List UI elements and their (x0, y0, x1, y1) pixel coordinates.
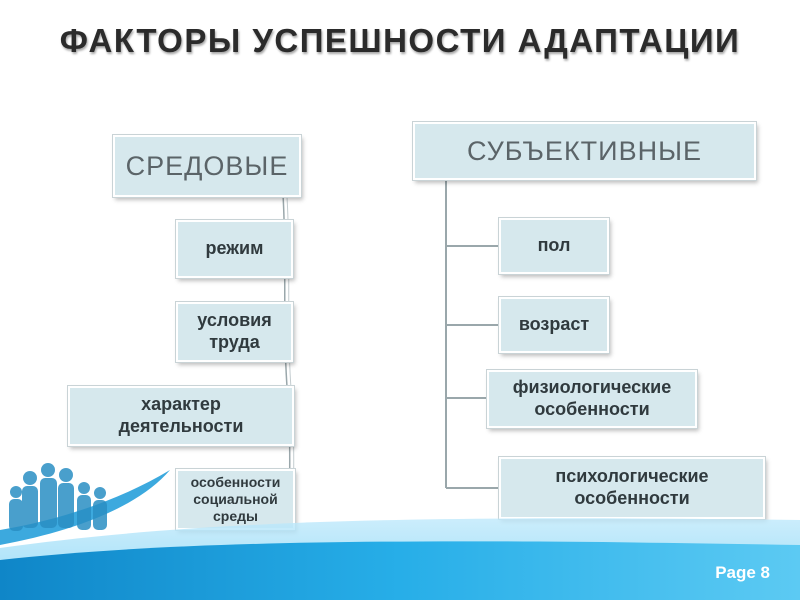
page-number: Page 8 (715, 563, 770, 582)
factor-working-conditions: условия труда (176, 302, 293, 362)
header-subjective: СУБЪЕКТИВНЫЕ (413, 122, 756, 180)
factor-psychological: психологические особенности (499, 457, 765, 519)
header-subjective-label: СУБЪЕКТИВНЫЕ (466, 135, 702, 166)
factor-sex-label: пол (537, 235, 571, 256)
footer-wave (0, 541, 800, 600)
factor-sex: пол (499, 218, 609, 274)
factor-regime-label: режим (205, 238, 264, 259)
factor-physiological-label: физиологические особенности (512, 377, 672, 419)
slide-title: ФАКТОРЫ УСПЕШНОСТИ АДАПТАЦИИ (59, 22, 741, 59)
header-environmental: СРЕДОВЫЕ (113, 135, 301, 197)
header-environmental-label: СРЕДОВЫЕ (125, 150, 289, 181)
factor-social-environment: особенности социальной среды (176, 469, 295, 530)
factor-age: возраст (499, 297, 609, 353)
people-silhouette-icon (9, 463, 107, 531)
factor-social-environment-label: особенности социальной среды (190, 474, 281, 524)
factor-activity-character: характер деятельности (68, 386, 294, 446)
factor-activity-character-label: характер деятельности (118, 394, 244, 436)
factor-working-conditions-label: условия труда (197, 310, 272, 352)
factor-physiological: физиологические особенности (487, 370, 697, 428)
factor-psychological-label: психологические особенности (555, 466, 709, 508)
factor-regime: режим (176, 220, 293, 278)
factor-age-label: возраст (518, 314, 590, 335)
